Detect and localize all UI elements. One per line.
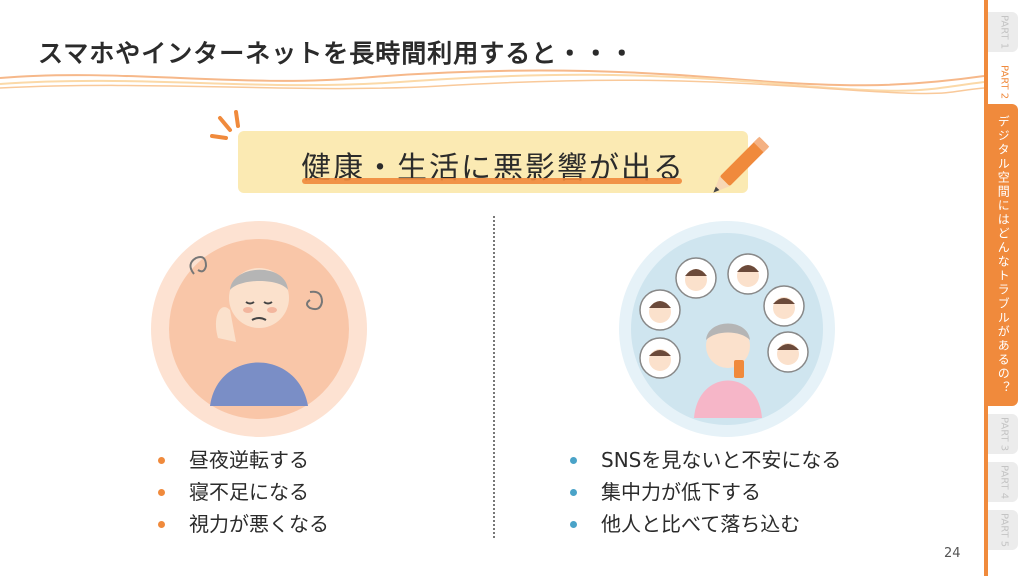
wave-decoration — [0, 69, 984, 95]
list-item: 視力が悪くなる — [158, 508, 329, 540]
list-item-text: 昼夜逆転する — [189, 448, 309, 472]
page-title: スマホやインターネットを長時間利用すると・・・ — [38, 39, 636, 68]
tab-part-2-label: PART 2 — [998, 64, 1010, 100]
column-divider — [493, 216, 495, 538]
tab-part-4[interactable]: PART 4 — [988, 462, 1018, 502]
bullet-dot — [570, 456, 577, 464]
side-accent-bar — [984, 0, 988, 576]
person-with-phone-surrounded-by-faces-illustration — [619, 221, 835, 437]
page-number: 24 — [944, 546, 961, 561]
tab-part-3-label: PART 3 — [998, 416, 1010, 452]
list-item-text: 寝不足になる — [189, 480, 309, 504]
bullet-dot — [158, 456, 165, 464]
list-item: 昼夜逆転する — [158, 444, 329, 476]
tab-part-5-label: PART 5 — [998, 512, 1010, 548]
bullet-dot — [570, 488, 577, 496]
left-effects-list: 昼夜逆転する 寝不足になる 視力が悪くなる — [158, 444, 329, 540]
list-item: 集中力が低下する — [570, 476, 841, 508]
list-item: 寝不足になる — [158, 476, 329, 508]
list-item: 他人と比べて落ち込む — [570, 508, 841, 540]
list-item-text: SNSを見ないと不安になる — [601, 448, 842, 472]
list-item-text: 集中力が低下する — [601, 480, 761, 504]
tab-part-2-title[interactable]: デジタル空間にはどんなトラブルがあるの？ — [988, 104, 1018, 406]
pencil-icon — [713, 136, 770, 193]
tired-person-illustration — [151, 221, 367, 437]
tab-part-5[interactable]: PART 5 — [988, 510, 1018, 550]
tab-part-2[interactable]: PART 2 — [988, 60, 1018, 104]
list-item: SNSを見ないと不安になる — [570, 444, 841, 476]
bullet-dot — [158, 520, 165, 528]
bullet-dot — [158, 488, 165, 496]
right-effects-list: SNSを見ないと不安になる 集中力が低下する 他人と比べて落ち込む — [570, 444, 841, 540]
list-item-text: 他人と比べて落ち込む — [601, 512, 801, 536]
headline-underline — [302, 178, 682, 184]
tab-part-2-title-label: デジタル空間にはどんなトラブルがあるの？ — [996, 115, 1011, 395]
tab-part-1[interactable]: PART 1 — [988, 12, 1018, 52]
list-item-text: 視力が悪くなる — [189, 512, 329, 536]
bullet-dot — [570, 520, 577, 528]
tab-part-4-label: PART 4 — [998, 464, 1010, 500]
tab-part-1-label: PART 1 — [998, 14, 1010, 50]
tab-part-3[interactable]: PART 3 — [988, 414, 1018, 454]
sparkle-icon — [210, 110, 240, 140]
